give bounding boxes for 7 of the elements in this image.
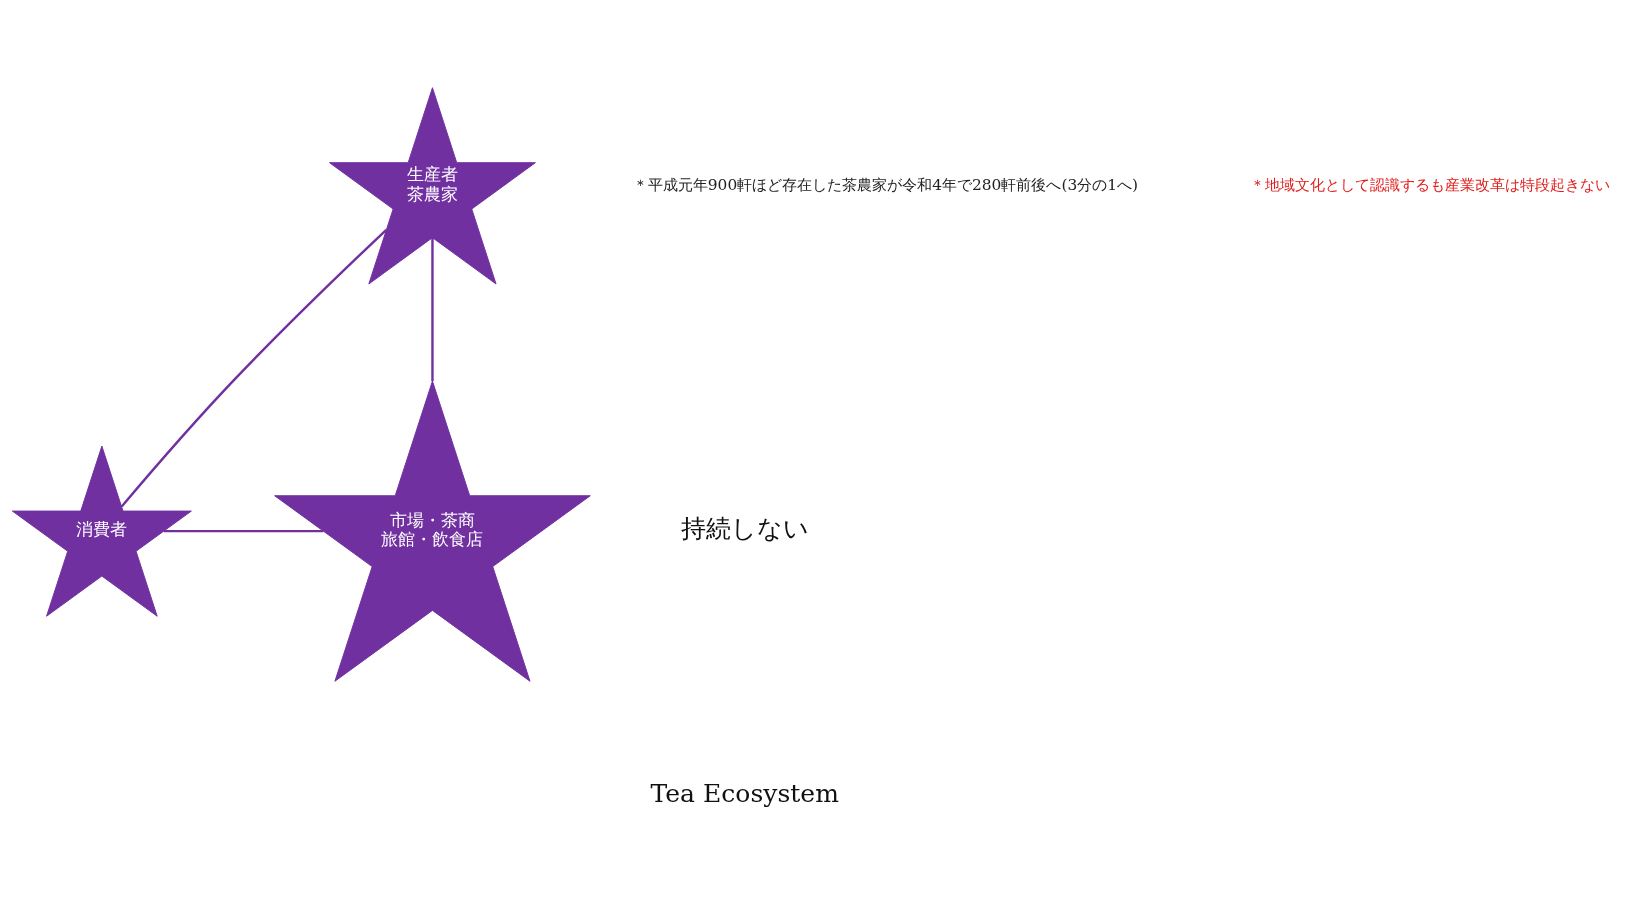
label: 持続しない [680, 513, 809, 543]
connector [431, 237, 434, 381]
connector [163, 529, 324, 532]
label: ＊平成元年900軒ほど存在した茶農家が令和4年で280軒前後へ(3分の1へ) [632, 175, 1139, 194]
label: Tea Ecosystem [650, 778, 839, 808]
label: ＊地域文化として認識するも産業改革は特段起きない [1249, 175, 1610, 194]
connector [120, 228, 388, 507]
